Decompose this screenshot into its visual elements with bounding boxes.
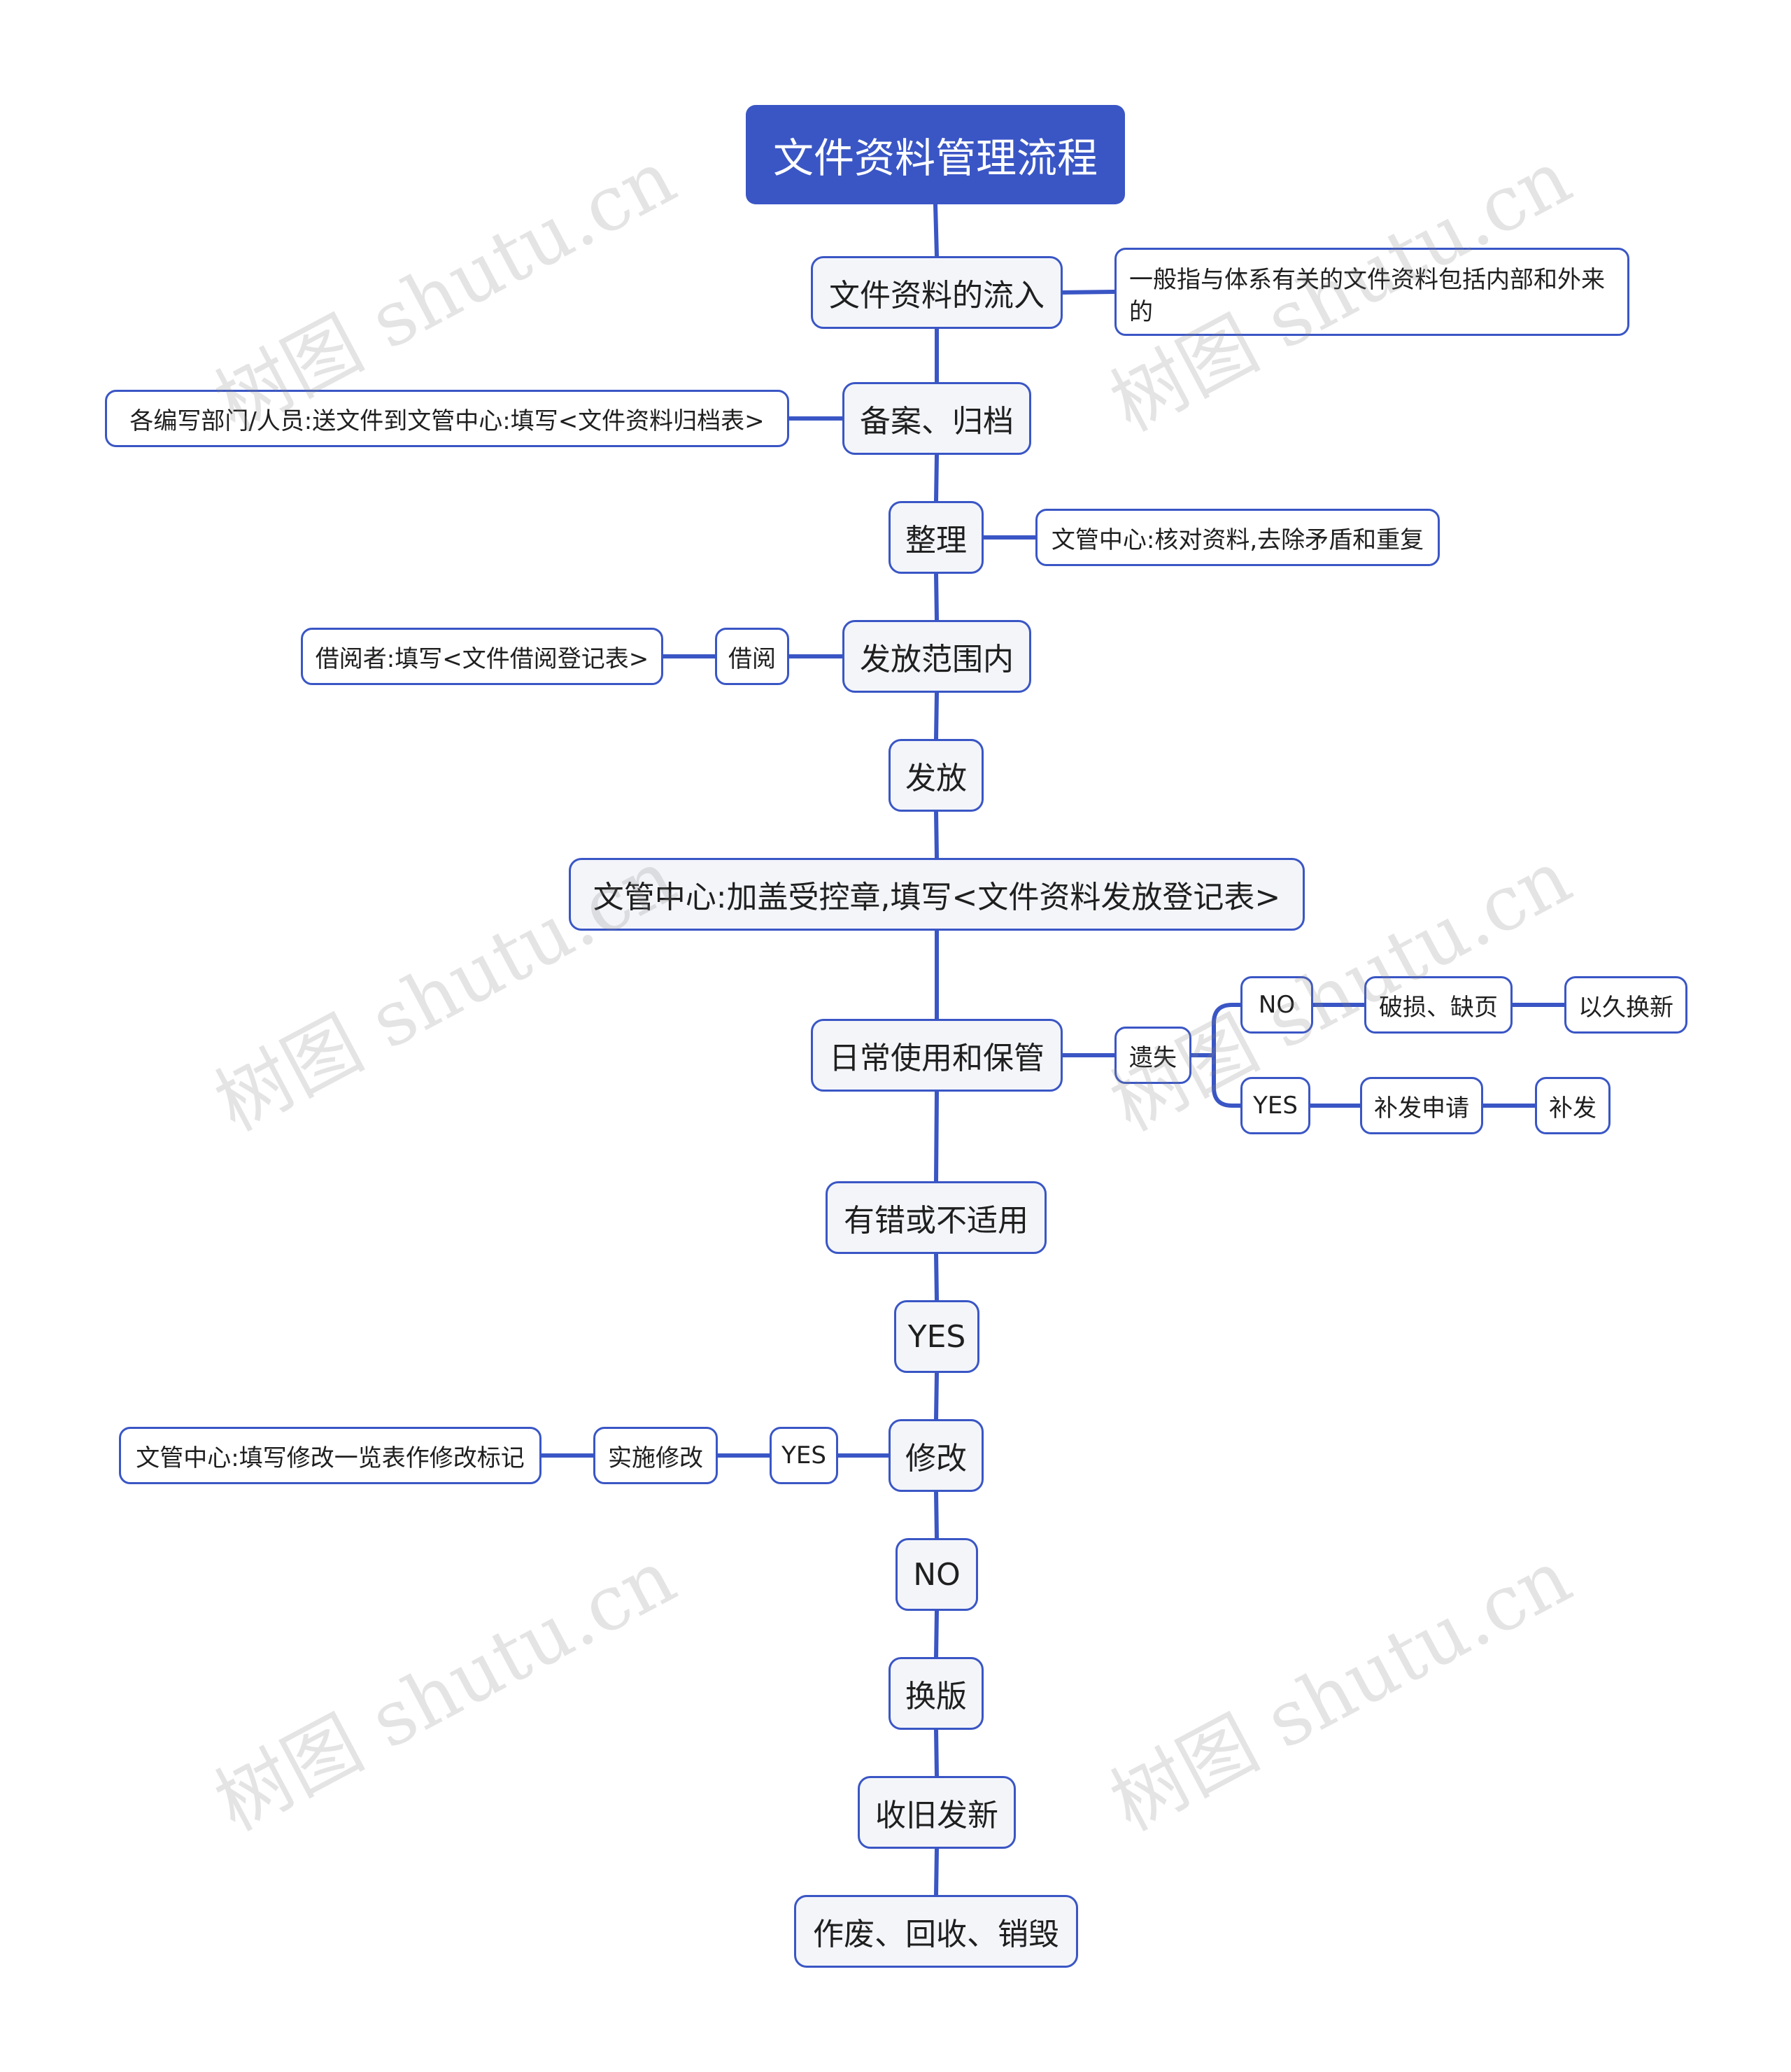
branch-connector [1212, 1003, 1243, 1057]
node-filing[interactable]: 备案、归档 [842, 382, 1031, 455]
node-reissue[interactable]: 补发 [1535, 1077, 1611, 1134]
node-reissue-apply[interactable]: 补发申请 [1360, 1077, 1483, 1134]
node-replace[interactable]: 换版 [889, 1657, 984, 1730]
node-lost-yes[interactable]: YES [1240, 1077, 1310, 1134]
node-error[interactable]: 有错或不适用 [826, 1181, 1047, 1254]
node-borrow[interactable]: 借阅 [715, 628, 789, 685]
node-swap-old-for-new[interactable]: 以久换新 [1564, 976, 1687, 1034]
trunk-connector [934, 1371, 939, 1421]
trunk-connector [934, 1090, 939, 1183]
trunk-connector [934, 1490, 939, 1540]
root-node[interactable]: 文件资料管理流程 [746, 105, 1125, 204]
node-recall[interactable]: 收旧发新 [858, 1776, 1016, 1849]
trunk-connector [934, 572, 939, 622]
trunk-connector [934, 810, 939, 860]
node-damaged[interactable]: 破损、缺页 [1364, 976, 1513, 1034]
node-daily-use[interactable]: 日常使用和保管 [811, 1019, 1063, 1092]
note-organize[interactable]: 文管中心:核对资料,去除矛盾和重复 [1035, 509, 1440, 566]
trunk-connector [933, 202, 939, 258]
node-scope[interactable]: 发放范围内 [842, 620, 1031, 693]
node-issue[interactable]: 发放 [889, 739, 984, 812]
branch-connector [1061, 290, 1117, 295]
trunk-connector [934, 1609, 939, 1659]
node-lost-no[interactable]: NO [1240, 976, 1313, 1034]
trunk-connector [934, 1847, 939, 1897]
node-yes[interactable]: YES [894, 1300, 979, 1373]
trunk-connector [934, 691, 939, 741]
trunk-connector [934, 453, 939, 503]
node-implement-modify[interactable]: 实施修改 [593, 1427, 718, 1484]
node-no[interactable]: NO [896, 1538, 978, 1611]
node-organize[interactable]: 整理 [889, 501, 984, 574]
note-modify[interactable]: 文管中心:填写修改一览表作修改标记 [119, 1427, 541, 1484]
node-lost[interactable]: 遗失 [1114, 1027, 1191, 1084]
node-stamp[interactable]: 文管中心:加盖受控章,填写<文件资料发放登记表> [569, 858, 1305, 931]
branch-connector [1212, 1053, 1243, 1108]
node-inflow[interactable]: 文件资料的流入 [811, 256, 1063, 329]
node-modify-yes[interactable]: YES [770, 1427, 838, 1484]
node-destroy[interactable]: 作废、回收、销毁 [794, 1895, 1078, 1968]
trunk-connector [934, 1252, 939, 1302]
trunk-connector [934, 1728, 939, 1778]
node-modify[interactable]: 修改 [889, 1419, 984, 1492]
note-filing[interactable]: 各编写部门/人员:送文件到文管中心:填写<文件资料归档表> [105, 390, 789, 447]
note-borrow[interactable]: 借阅者:填写<文件借阅登记表> [301, 628, 663, 685]
note-inflow[interactable]: 一般指与体系有关的文件资料包括内部和外来的 [1114, 248, 1629, 336]
